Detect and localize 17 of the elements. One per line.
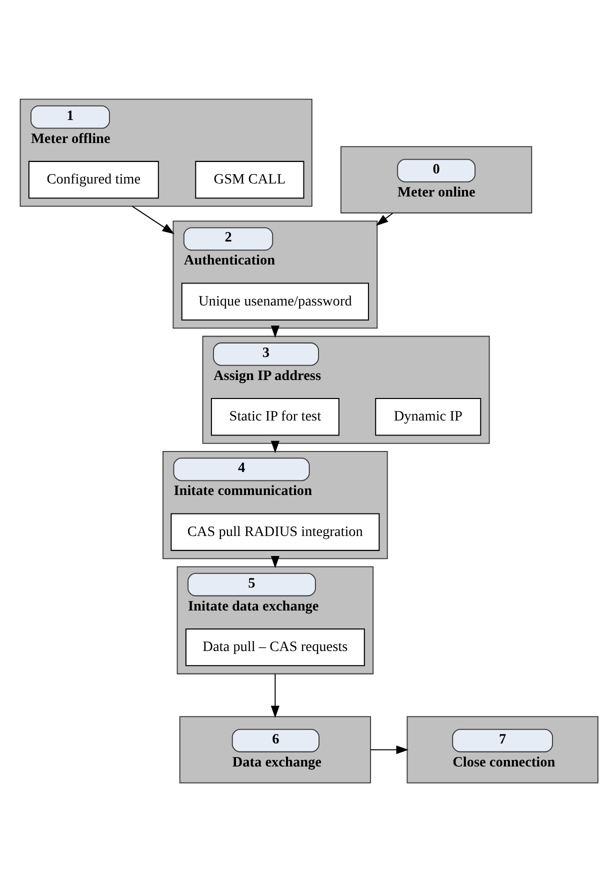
arrow [270,326,280,338]
node-box: GSM CALL [195,160,304,199]
arrow [376,212,393,226]
node-box: Unique usename/password [181,282,369,320]
arrow [270,440,280,454]
node-box: 0 Meter online [340,146,532,214]
node-box: 7 Close connection [406,716,598,784]
node-box: Data pull – CAS requests [185,628,365,666]
arrow [270,674,280,718]
arrow [270,556,280,568]
node-box: Configured time [28,160,159,199]
node-box: CAS pull RADIUS integration [170,513,380,551]
arrow [132,206,174,234]
node-box: 6 Data exchange [179,716,372,784]
arrow [370,746,409,754]
node-box: Dynamic IP [375,398,482,436]
node-box: Static IP for test [210,398,340,436]
